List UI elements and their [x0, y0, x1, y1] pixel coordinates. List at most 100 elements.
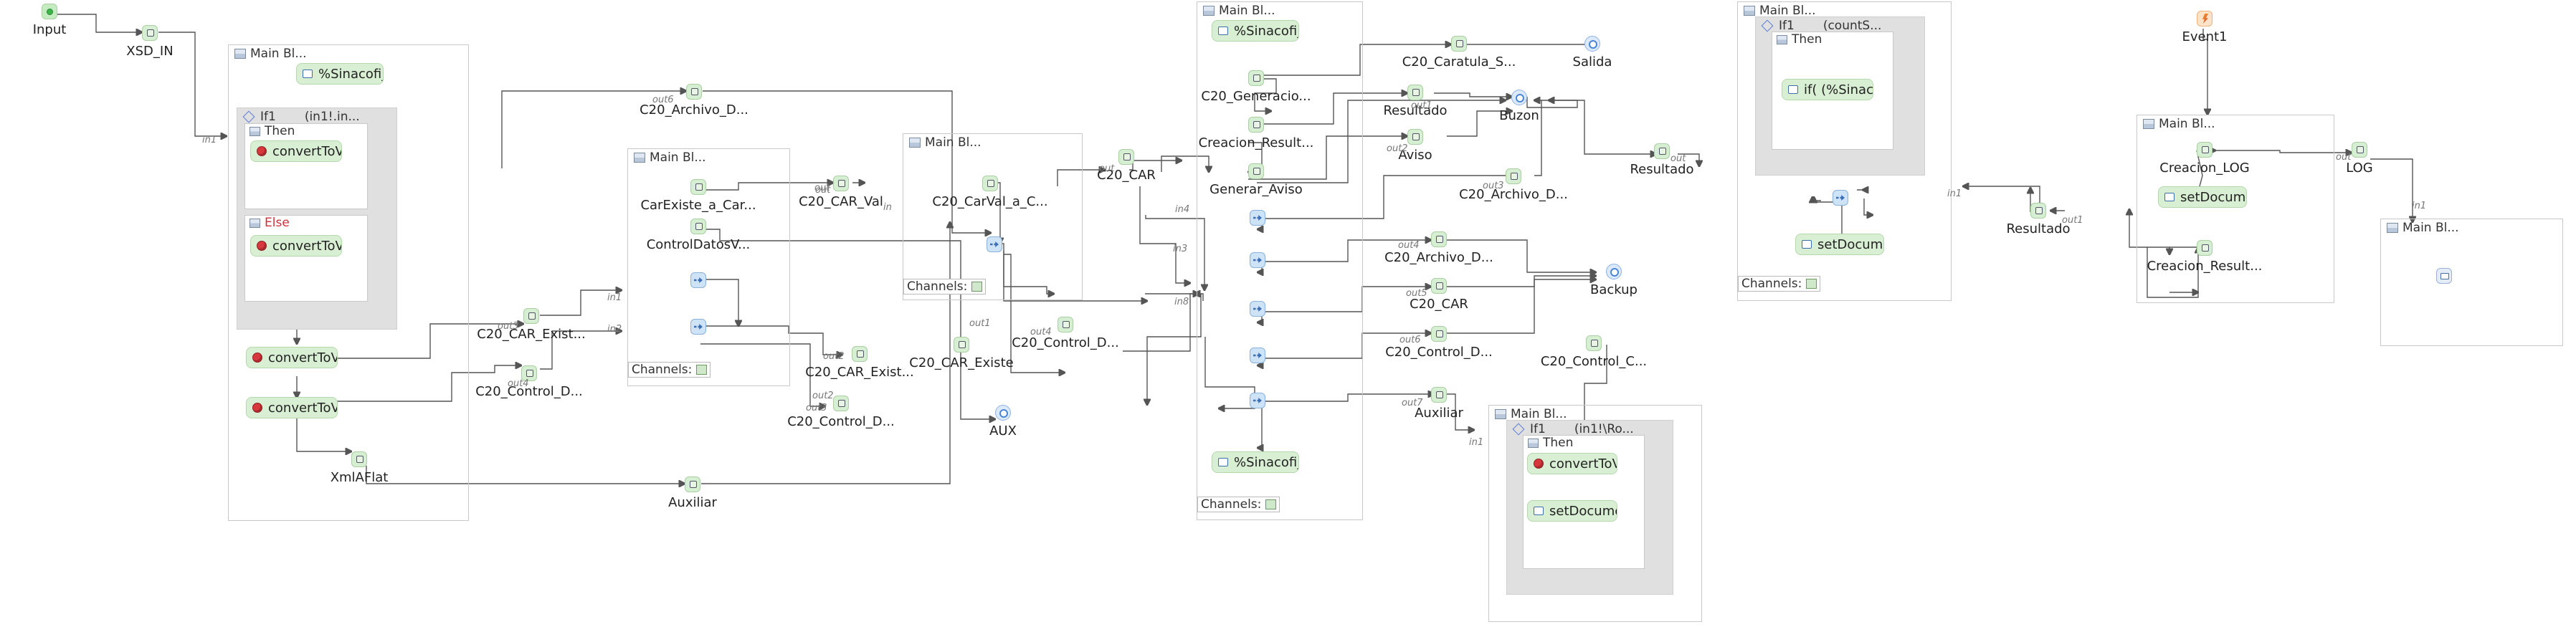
node-m4b-icon[interactable]: [1250, 252, 1265, 268]
node-m6-icon[interactable]: [1833, 190, 1848, 206]
port-label: in1: [2412, 201, 2427, 211]
node-email-icon[interactable]: [2436, 268, 2452, 284]
activity-setdocument-3[interactable]: setDocume: [2158, 186, 2247, 208]
port-label: in1: [1947, 188, 1962, 199]
node-aux-end-endpoint-icon[interactable]: [995, 405, 1011, 421]
node-carvalac-icon[interactable]: [982, 176, 998, 191]
channels-tab-3[interactable]: Channels:: [903, 279, 987, 294]
main-block-5-header[interactable]: Main Bl...: [1495, 407, 1567, 421]
main-block-2-header[interactable]: Main Bl...: [634, 150, 706, 165]
activity-sinacofi-3[interactable]: %Sinacofi_C: [1212, 451, 1299, 473]
activity-convert-else[interactable]: convertToV(: [250, 235, 342, 257]
if-block-1-header[interactable]: If1(in1!.in...: [242, 110, 360, 124]
node-aviso-icon[interactable]: [1407, 129, 1423, 145]
node-resultado2-icon[interactable]: [1654, 143, 1670, 159]
node-c20ctl4-icon[interactable]: [1431, 326, 1447, 342]
main-block-1-header[interactable]: Main Bl...: [234, 47, 307, 61]
node-log-icon[interactable]: [2352, 142, 2367, 158]
main-block-6-header[interactable]: Main Bl...: [1744, 4, 1816, 18]
channels-tab-6[interactable]: Channels:: [1738, 276, 1821, 292]
node-m3-icon[interactable]: [987, 236, 1002, 252]
activity-convert-3[interactable]: convertToV(: [246, 347, 338, 368]
node-label: Auxiliar: [1415, 406, 1463, 421]
node-c20carval-icon[interactable]: [833, 176, 849, 191]
activity-setdocument-1[interactable]: setDocume: [1527, 500, 1617, 522]
node-auxiliar2-icon[interactable]: [1431, 387, 1447, 403]
else-tab-1[interactable]: Else: [249, 216, 290, 230]
node-backup-endpoint-icon[interactable]: [1606, 264, 1622, 279]
then-icon: [249, 126, 260, 136]
node-label: Input: [32, 22, 67, 37]
activity-setdocument-2[interactable]: setDocume: [1795, 234, 1884, 255]
node-c20arch2-icon[interactable]: [1506, 168, 1521, 184]
node-c20arch3-icon[interactable]: [1431, 231, 1447, 247]
node-m2b-icon[interactable]: [690, 319, 706, 335]
node-salida-endpoint-icon[interactable]: [1584, 36, 1600, 52]
then-tab-1[interactable]: Then: [249, 124, 295, 138]
node-event1-icon[interactable]: [2197, 11, 2213, 27]
node-c20carat-icon[interactable]: [1451, 36, 1467, 52]
node-xsd-in-icon[interactable]: [142, 25, 158, 41]
node-input-icon[interactable]: [42, 4, 57, 19]
main-block-3-header[interactable]: Main Bl...: [909, 135, 982, 150]
node-c20ce1-icon[interactable]: [523, 308, 539, 324]
node-c20ctl5-icon[interactable]: [1586, 335, 1602, 351]
node-c20ctl1-icon[interactable]: [521, 365, 537, 381]
node-ctrldatos-icon[interactable]: [690, 219, 706, 234]
node-crealog-icon[interactable]: [2197, 142, 2213, 158]
node-aux1-icon[interactable]: [685, 476, 700, 492]
node-m4d-icon[interactable]: [1250, 348, 1265, 363]
node-xmlaflat-icon[interactable]: [351, 451, 367, 467]
node-generaviso-icon[interactable]: [1248, 163, 1264, 179]
node-c20ce2-icon[interactable]: [852, 346, 868, 362]
node-c20arch1-icon[interactable]: [686, 84, 702, 100]
node-label: C20_CAR_Existe: [909, 355, 1014, 370]
node-label: C20_Control_D...: [1385, 345, 1493, 360]
node-c20car2-icon[interactable]: [1431, 278, 1447, 294]
port-label: out2: [823, 351, 845, 362]
node-label: C20_Control_C...: [1540, 354, 1648, 369]
activity-convert-then[interactable]: convertToV(: [250, 140, 342, 162]
activity-if-sinaco[interactable]: if( (%Sinaco: [1782, 79, 1873, 100]
activity-sinacofi-2[interactable]: %Sinacofi_C: [1212, 20, 1299, 42]
port-label: out: [2336, 152, 2352, 163]
node-buzon-endpoint-icon[interactable]: [1511, 90, 1527, 105]
node-c20ctl2-icon[interactable]: [833, 396, 849, 411]
channels-icon: [696, 365, 708, 375]
node-carexiste-icon[interactable]: [690, 179, 706, 195]
node-label: C20_Control_D...: [475, 384, 583, 399]
function-icon: [1534, 459, 1544, 469]
node-m4e-icon[interactable]: [1250, 393, 1265, 408]
node-m4a-icon[interactable]: [1250, 210, 1265, 226]
node-c20carexiste-icon[interactable]: [954, 337, 969, 353]
main-block-7-header[interactable]: Main Bl...: [2143, 117, 2215, 131]
activity-sinacofi-1[interactable]: %Sinacofi_C: [296, 63, 384, 85]
node-label: C20_Generacio...: [1201, 89, 1311, 104]
block-icon: [634, 153, 645, 163]
activity-convert-4[interactable]: convertToV(: [246, 397, 338, 418]
then-tab-6[interactable]: Then: [1777, 32, 1822, 47]
if-block-6-header[interactable]: If1(countS...: [1761, 19, 1881, 33]
port-label: in8: [1174, 297, 1189, 307]
node-creares2-icon[interactable]: [2197, 240, 2213, 256]
node-creares-icon[interactable]: [1248, 117, 1264, 133]
then-tab-5[interactable]: Then: [1528, 436, 1573, 450]
main-block-8-header[interactable]: Main Bl...: [2387, 221, 2459, 235]
node-resultado3-icon[interactable]: [2030, 203, 2046, 219]
node-resultado1-icon[interactable]: [1407, 85, 1423, 100]
node-m2a-icon[interactable]: [690, 272, 706, 288]
document-icon: [1218, 458, 1228, 466]
main-block-7: Main Bl...: [2137, 115, 2334, 303]
node-c20ctl3-icon[interactable]: [1058, 317, 1073, 332]
channels-tab-2[interactable]: Channels:: [628, 362, 711, 378]
node-c20gen-icon[interactable]: [1248, 70, 1264, 86]
channels-tab-4[interactable]: Channels:: [1197, 497, 1280, 512]
port-label: out4: [508, 378, 529, 389]
node-c20car1-icon[interactable]: [1118, 149, 1134, 165]
main-block-4-header[interactable]: Main Bl...: [1203, 4, 1275, 18]
diamond-icon: [1512, 423, 1525, 436]
activity-convert-5[interactable]: convertToV(: [1527, 453, 1617, 474]
if-block-5-header[interactable]: If1(in1!\Ro...: [1512, 422, 1634, 436]
node-m4c-icon[interactable]: [1250, 301, 1265, 317]
block-icon: [2387, 223, 2398, 233]
